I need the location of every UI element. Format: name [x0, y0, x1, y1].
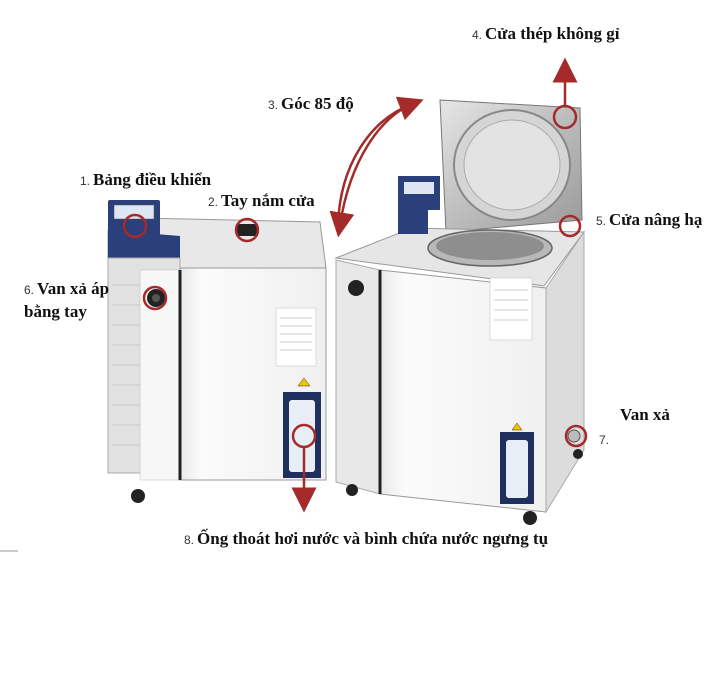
angle-arc-arrow-reverse	[329, 102, 413, 238]
label-stainless-door: 4.Cửa thép không gỉ	[472, 24, 620, 43]
closed-autoclave	[107, 200, 327, 503]
label-drain-valve: Van xả	[620, 405, 670, 424]
label-drain-valve-number: 7.	[599, 433, 610, 447]
label-manual-release-valve: 6.Van xả áp bằng tay	[24, 279, 110, 321]
callout-markers	[122, 104, 588, 449]
label-steam-exhaust: 8.Ống thoát hơi nước và bình chứa nước n…	[184, 529, 549, 548]
label-lift-door: 5.Cửa nâng hạ	[596, 210, 703, 229]
label-control-panel: 1.Bảng điều khiển	[80, 170, 212, 189]
open-autoclave	[334, 99, 585, 525]
label-angle: 3.Góc 85 độ	[268, 94, 354, 113]
label-door-handle: 2.Tay nắm cửa	[208, 191, 315, 210]
door-handle	[236, 224, 258, 236]
